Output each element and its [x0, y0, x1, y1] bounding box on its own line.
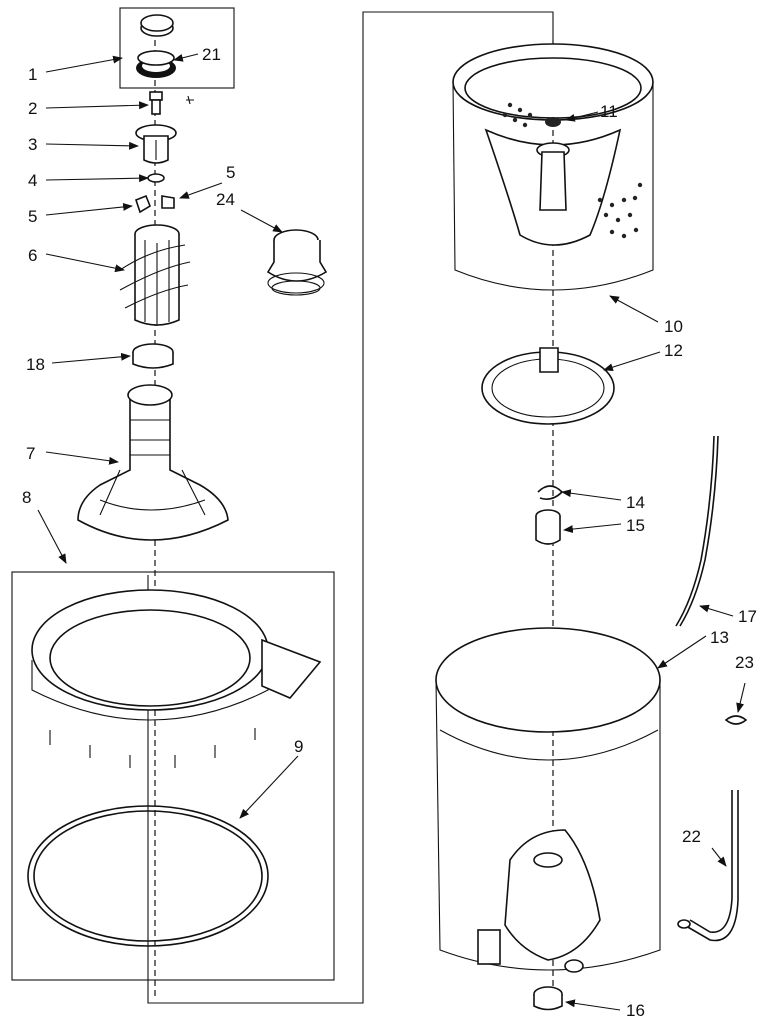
basket-nut [545, 117, 561, 127]
hose-part-inner [675, 435, 715, 627]
callout-15: 15 [626, 516, 645, 535]
cap-part [140, 14, 174, 37]
bearing-part [132, 343, 174, 369]
callout-16: 16 [626, 1001, 645, 1020]
tube-fitting [677, 919, 691, 929]
callout-22: 22 [682, 827, 701, 846]
callout-8: 8 [22, 488, 31, 507]
dog-parts [135, 194, 175, 214]
outer-tub-part [435, 627, 661, 973]
callout-14: 14 [626, 493, 645, 512]
tube-part-inner [689, 790, 733, 933]
group-box-8 [11, 571, 335, 981]
callout-5b: 5 [28, 207, 37, 226]
group-box-1 [119, 7, 235, 89]
callout-3: 3 [28, 135, 37, 154]
callout-12: 12 [664, 341, 683, 360]
callout-1: 1 [28, 65, 37, 84]
callout-10: 10 [664, 317, 683, 336]
callout-23: 23 [735, 653, 754, 672]
cam-part [135, 124, 177, 164]
tub-ring-part [31, 589, 322, 768]
small-mark [186, 95, 194, 105]
callout-7: 7 [26, 444, 35, 463]
coupling-part [535, 509, 561, 545]
clamp-part [724, 715, 748, 725]
callout-24: 24 [216, 190, 235, 209]
callout-5a: 5 [226, 163, 235, 182]
callout-21: 21 [202, 45, 221, 64]
callout-18: 18 [26, 355, 45, 374]
bolt-part [149, 91, 163, 115]
auger-part [119, 224, 191, 326]
basket-part [452, 43, 654, 291]
drain-fitting-part [533, 986, 563, 1011]
hose-part [679, 435, 719, 627]
leader-lines [37, 53, 746, 1011]
seal-part [266, 229, 328, 296]
callout-9: 9 [294, 737, 303, 756]
washer-part [147, 173, 165, 183]
callout-6: 6 [28, 246, 37, 265]
callout-4: 4 [28, 171, 37, 190]
callout-13: 13 [710, 628, 729, 647]
callout-11: 11 [600, 102, 618, 121]
callout-2: 2 [28, 99, 37, 118]
agitator-part [77, 384, 229, 541]
cap-ring-part [136, 50, 176, 78]
callout-labels: 1 21 2 3 4 5 5 24 6 18 7 8 9 11 10 12 14… [22, 45, 757, 1020]
clip-part [537, 485, 564, 500]
assembly-connector-line [147, 11, 554, 1004]
drive-plate-part [481, 347, 615, 425]
gasket-part [27, 805, 269, 947]
tube-part [685, 790, 739, 942]
callout-17: 17 [738, 607, 757, 626]
